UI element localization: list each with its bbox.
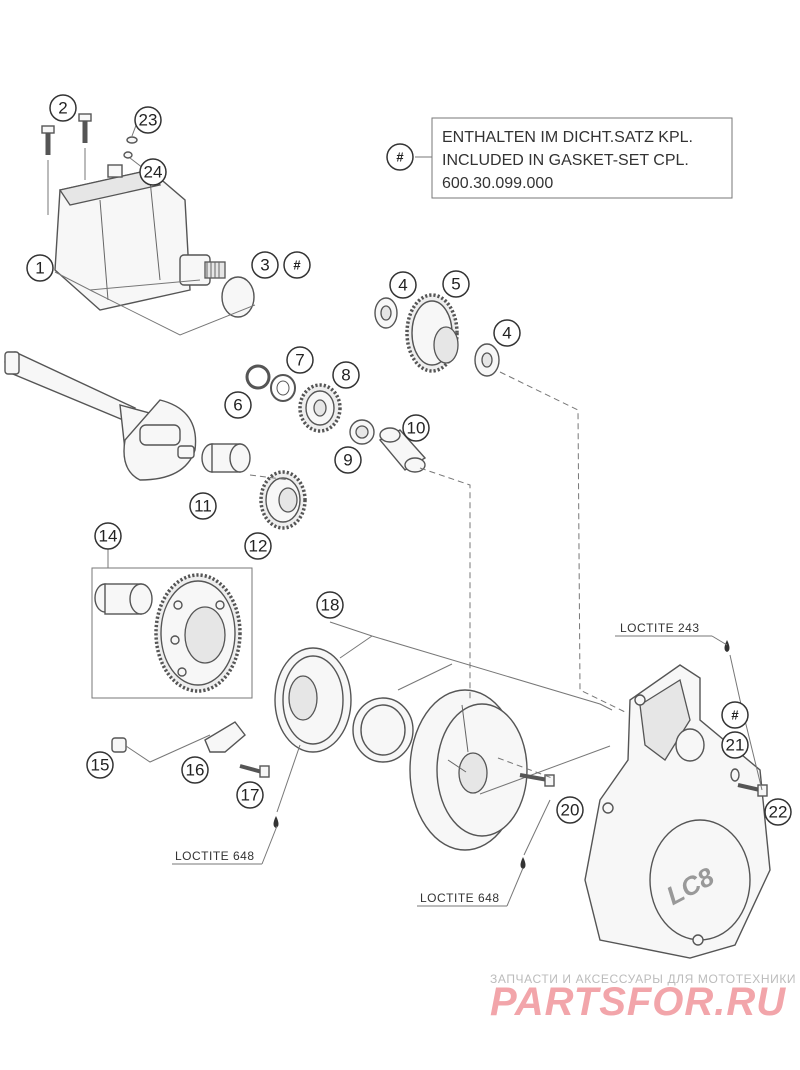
svg-text:3: 3: [260, 256, 269, 275]
callout-1: 1: [26, 254, 54, 282]
shaft-seal: [274, 647, 352, 753]
ignition-cover: LC8: [584, 664, 771, 959]
callout-18: 18: [316, 591, 344, 619]
callout-22: 22: [764, 798, 792, 826]
washer: [270, 374, 296, 402]
callout-11: 11: [189, 492, 217, 520]
bushing-10: [378, 427, 427, 473]
callout-12: 12: [244, 532, 272, 560]
needle-bearing-9: [349, 419, 375, 445]
note-line-2: INCLUDED IN GASKET-SET CPL.: [442, 152, 689, 169]
plug-15: [111, 737, 127, 753]
watermark-subtitle: ЗАПЧАСТИ И АКСЕССУАРЫ ДЛЯ МОТОТЕХНИКИ: [490, 972, 796, 986]
callout-2: 2: [49, 94, 77, 122]
svg-text:#: #: [731, 708, 739, 723]
callout-8: 8: [332, 361, 360, 389]
svg-text:20: 20: [561, 801, 580, 820]
callout-16: 16: [181, 756, 209, 784]
starter-motor: [54, 164, 226, 311]
gear-12: [259, 470, 307, 530]
callout-24: 24: [139, 158, 167, 186]
bearing-4-right: [474, 343, 500, 377]
needle-bearing-11: [201, 443, 251, 473]
svg-text:14: 14: [99, 527, 118, 546]
bearing-ring: [352, 697, 414, 763]
svg-text:18: 18: [321, 596, 340, 615]
svg-text:11: 11: [194, 497, 212, 516]
screw-22: [737, 783, 768, 797]
callout-4-right: 4: [493, 319, 521, 347]
svg-text:21: 21: [726, 736, 745, 755]
svg-text:15: 15: [91, 756, 110, 775]
loctite-648-label-b: LOCTITE 648: [420, 891, 500, 905]
svg-text:17: 17: [241, 786, 260, 805]
loctite-drop-648-a: [273, 816, 279, 828]
svg-text:16: 16: [186, 761, 205, 780]
callout-6: 6: [224, 391, 252, 419]
note-line-3: 600.30.099.000: [442, 175, 553, 192]
washer-21: [730, 768, 740, 782]
gear-8: [298, 383, 342, 433]
callout-3-hash: #: [283, 251, 311, 279]
sprag-gear-kit: [91, 567, 253, 699]
callout-5: 5: [442, 270, 470, 298]
sensor-bracket-16: [204, 721, 246, 753]
callout-21: 21: [721, 731, 749, 759]
loctite-243-label: LOCTITE 243: [620, 621, 700, 635]
callout-17: 17: [236, 781, 264, 809]
svg-text:8: 8: [341, 366, 350, 385]
callout-3: 3: [251, 251, 279, 279]
callout-21-hash: #: [721, 701, 749, 729]
svg-text:22: 22: [769, 803, 788, 822]
svg-text:#: #: [293, 258, 301, 273]
circlip: [245, 364, 271, 390]
svg-text:2: 2: [58, 99, 67, 118]
loctite-drop-243: [724, 640, 730, 652]
callout-15: 15: [86, 751, 114, 779]
gasket-set-note: ENTHALTEN IM DICHT.SATZ KPL. INCLUDED IN…: [415, 117, 733, 199]
callout-23: 23: [134, 106, 162, 134]
svg-text:6: 6: [233, 396, 242, 415]
svg-text:12: 12: [249, 537, 268, 556]
o-ring: [221, 276, 255, 318]
svg-text:#: #: [396, 150, 404, 165]
svg-text:1: 1: [35, 259, 44, 278]
note-line-1: ENTHALTEN IM DICHT.SATZ KPL.: [442, 129, 693, 146]
watermark: ЗАПЧАСТИ И АКСЕССУАРЫ ДЛЯ МОТОТЕХНИКИ PA…: [490, 972, 796, 1024]
svg-text:9: 9: [343, 451, 352, 470]
starter-screws: [41, 113, 92, 155]
svg-text:24: 24: [144, 163, 163, 182]
svg-text:7: 7: [295, 351, 304, 370]
callout-4-left: 4: [389, 271, 417, 299]
svg-text:4: 4: [398, 276, 407, 295]
watermark-brand: PARTSFOR.RU: [490, 980, 786, 1024]
callout-14: 14: [94, 522, 122, 550]
svg-text:10: 10: [407, 419, 426, 438]
loctite-drop-648-b: [520, 857, 526, 869]
callout-10: 10: [402, 414, 430, 442]
callout-7: 7: [286, 346, 314, 374]
note-hash-marker: #: [386, 143, 414, 171]
svg-text:4: 4: [502, 324, 511, 343]
callout-20: 20: [556, 796, 584, 824]
crankshaft: [4, 351, 197, 481]
loctite-648-label-a: LOCTITE 648: [175, 849, 255, 863]
bearing-4-left: [374, 297, 398, 329]
idler-gear-5: [405, 293, 459, 373]
screw-20: [519, 773, 555, 787]
flywheel-rotor: [409, 689, 528, 851]
callout-9: 9: [334, 446, 362, 474]
svg-text:23: 23: [139, 111, 158, 130]
screw-17: [239, 764, 270, 778]
starter-terminal-parts: [123, 136, 138, 159]
svg-text:5: 5: [451, 275, 460, 294]
